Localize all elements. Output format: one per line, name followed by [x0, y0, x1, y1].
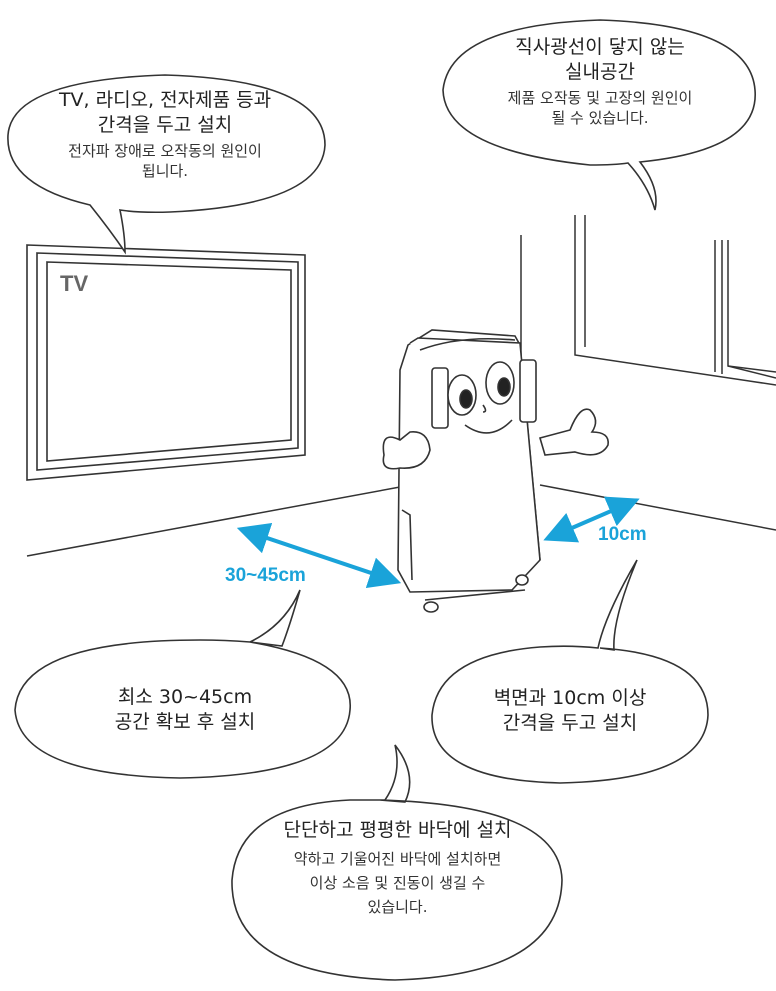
dimension-arrows [236, 496, 640, 589]
floor-bubble [231, 744, 563, 981]
floor-bubble-sub-2: 이상 소음 및 진동이 생길 수 [309, 874, 486, 892]
floor-bubble-sub-1: 약하고 기울어진 바닥에 설치하면 [293, 850, 502, 868]
speech-bubbles [7, 19, 756, 981]
space-bubble-title-2: 공간 확보 후 설치 [114, 711, 256, 733]
floor-bubble-title: 단단하고 평평한 바닥에 설치 [283, 819, 512, 841]
tv-label: TV [60, 271, 89, 296]
sunlight-bubble [442, 19, 756, 211]
wall-bubble-title-1: 벽면과 10cm 이상 [493, 687, 647, 709]
tv-bubble-title-1: TV, 라디오, 전자제품 등과 [58, 89, 272, 111]
space-bubble [14, 589, 351, 779]
tv-bubble-title-2: 간격을 두고 설치 [97, 114, 233, 136]
sunlight-bubble-title-2: 실내공간 [565, 61, 635, 83]
dehumidifier-character [382, 329, 609, 613]
wall-bubble [431, 559, 709, 784]
wall-bubble-title-2: 간격을 두고 설치 [502, 712, 638, 734]
tv-bubble-sub-2: 됩니다. [141, 162, 189, 180]
tv-bubble-sub-1: 전자파 장애로 오작동의 원인이 [68, 142, 262, 160]
sunlight-bubble-sub-2: 될 수 있습니다. [551, 109, 649, 127]
sunlight-bubble-title-1: 직사광선이 닿지 않는 [515, 36, 685, 58]
back-clearance-arrow [543, 496, 640, 543]
side-clearance-arrow [236, 522, 402, 589]
floor-bubble-text: 단단하고 평평한 바닥에 설치 약하고 기울어진 바닥에 설치하면 이상 소음 … [245, 818, 550, 917]
tv-bubble [7, 74, 326, 255]
sunlight-bubble-text: 직사광선이 닿지 않는 실내공간 제품 오작동 및 고장의 원인이 될 수 있습… [455, 35, 745, 128]
back-clearance-label: 10cm [598, 524, 647, 545]
tv-bubble-text: TV, 라디오, 전자제품 등과 간격을 두고 설치 전자파 장애로 오작동의 … [20, 88, 310, 181]
tv-illustration [26, 244, 306, 481]
space-bubble-text: 최소 30~45cm 공간 확보 후 설치 [35, 685, 335, 735]
sunlight-bubble-sub-1: 제품 오작동 및 고장의 원인이 [507, 89, 693, 107]
wall-bubble-text: 벽면과 10cm 이상 간격을 두고 설치 [440, 686, 700, 736]
floor-bubble-sub-3: 있습니다. [367, 898, 428, 916]
side-clearance-label: 30~45cm [225, 565, 306, 586]
window-frame [574, 215, 776, 386]
space-bubble-title-1: 최소 30~45cm [117, 686, 253, 708]
